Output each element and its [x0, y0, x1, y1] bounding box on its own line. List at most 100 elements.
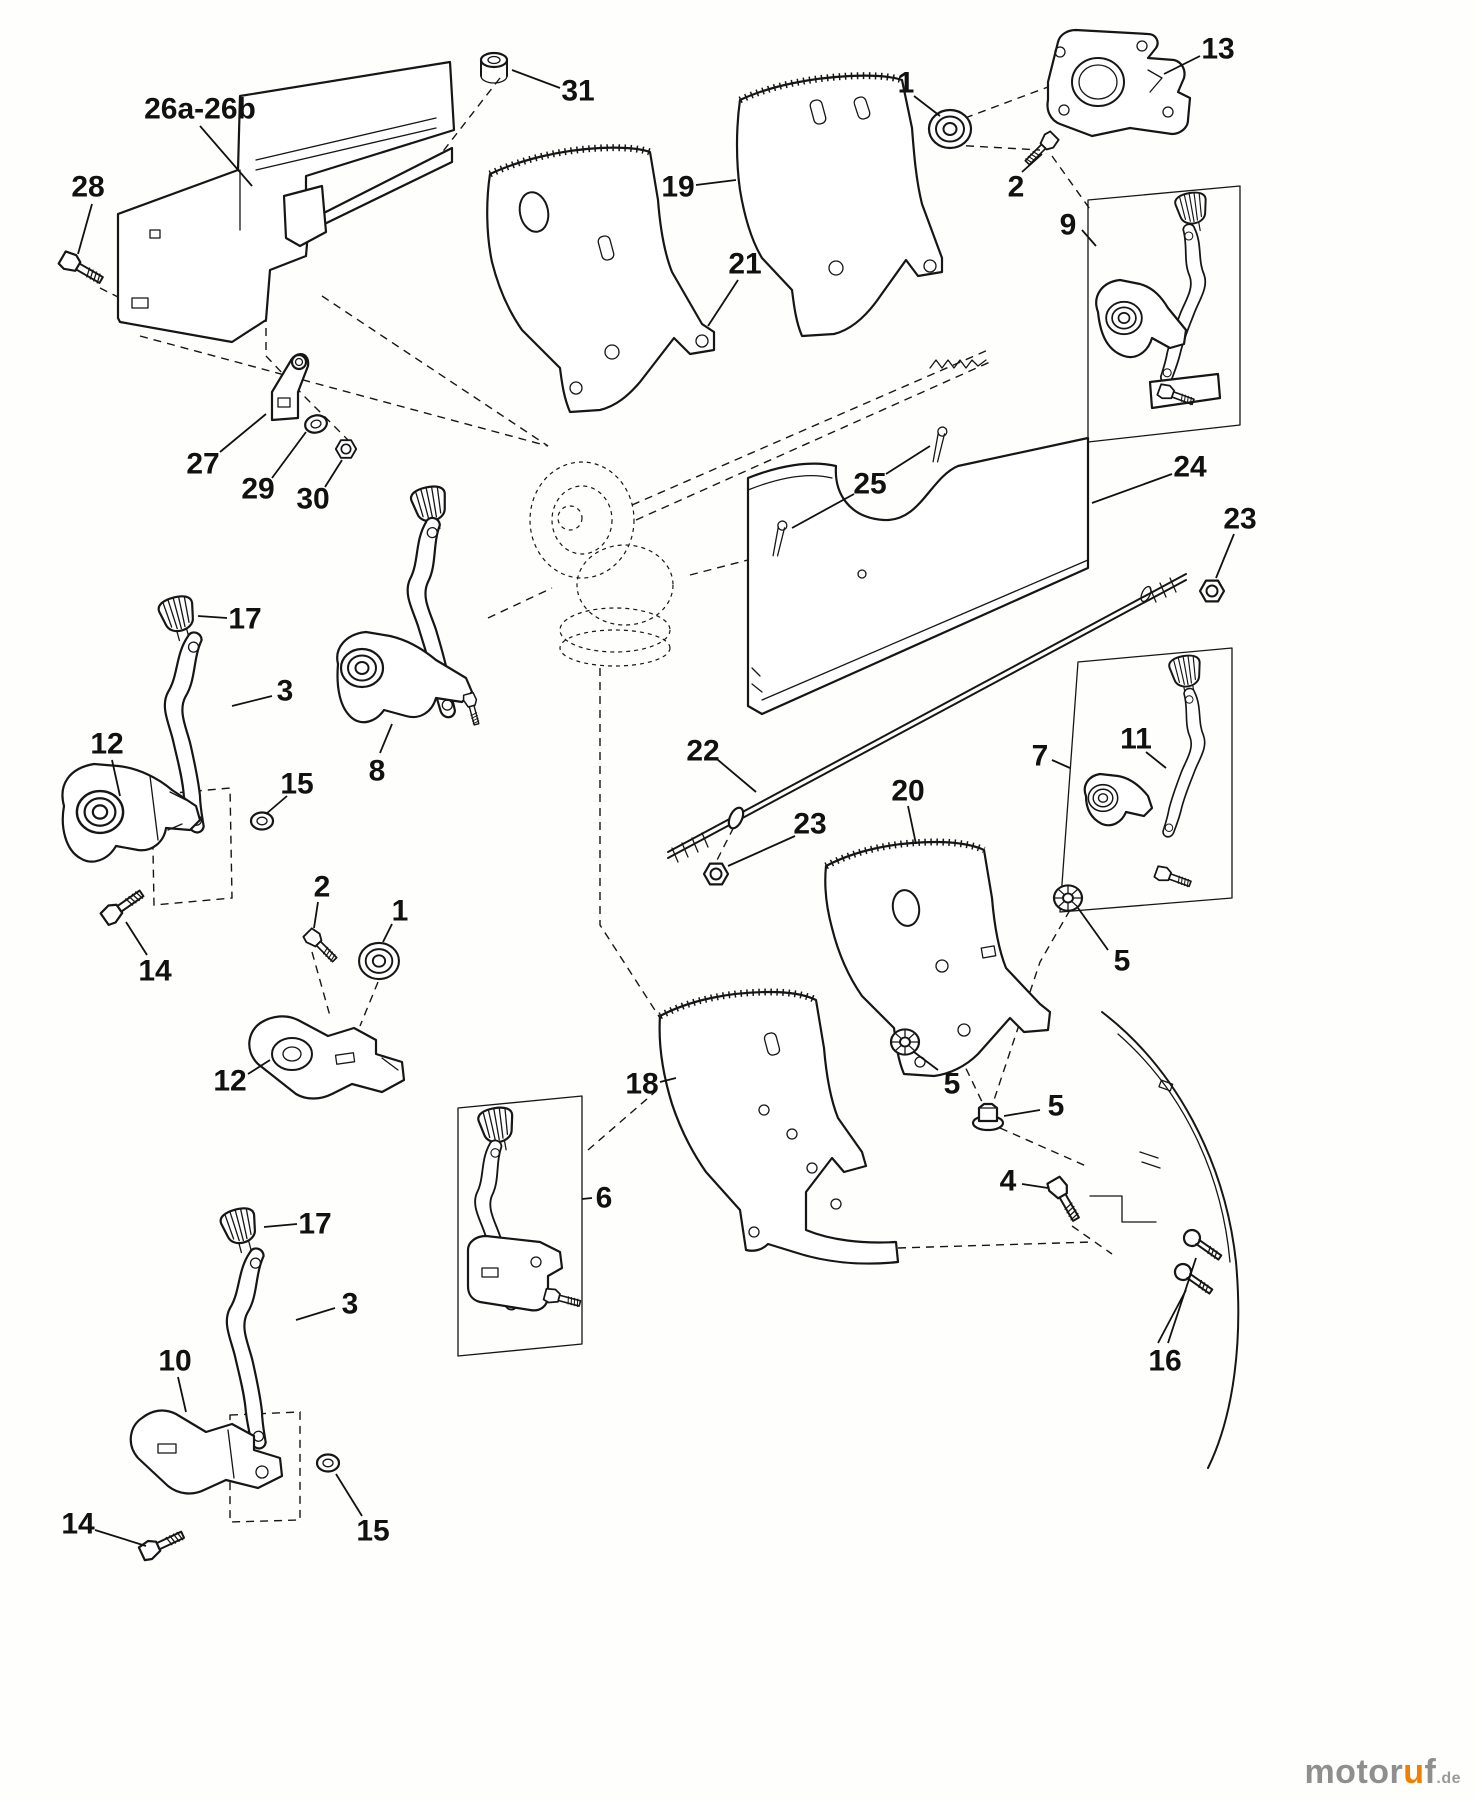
callout-27: 27 — [186, 448, 219, 481]
callout-16: 16 — [1148, 1345, 1181, 1378]
part-30-nut — [334, 439, 358, 459]
callout-leader — [1003, 1109, 1041, 1117]
part-27-bracket — [270, 353, 310, 422]
callout-19: 19 — [661, 171, 694, 204]
callout-leader — [199, 125, 253, 187]
part-14-bolt-lower — [136, 1525, 188, 1564]
callout-leader — [77, 203, 93, 255]
callout-leader — [695, 179, 737, 186]
part-28-bolt — [56, 248, 107, 289]
part-2-bolt-mid — [301, 926, 341, 966]
part-15-washer-lower — [315, 1453, 341, 1473]
watermark-prefix: motor — [1304, 1753, 1404, 1791]
callout-leader — [1021, 1183, 1049, 1189]
lever-icon — [1162, 687, 1206, 838]
callout-1: 1 — [898, 67, 915, 100]
callout-leader — [1021, 153, 1043, 173]
part-3-lever-lower — [208, 1244, 294, 1451]
bearing-icon — [339, 647, 385, 689]
callout-17: 17 — [298, 1208, 331, 1241]
callout-leader — [1051, 759, 1071, 769]
callout-26a-26b: 26a-26b — [144, 93, 256, 126]
callout-leader — [94, 1529, 147, 1547]
part-12-bracket-upper — [61, 762, 202, 863]
part-4-bolt — [1044, 1174, 1085, 1225]
callout-9: 9 — [1060, 209, 1077, 242]
bearing-icon — [1087, 783, 1119, 813]
part-21-left-plate — [486, 144, 716, 414]
callout-leader — [1157, 1289, 1187, 1344]
callout-leader — [125, 921, 148, 956]
callout-leader — [231, 695, 273, 707]
part-16-carriage-bolts — [1170, 1225, 1226, 1300]
callout-6: 6 — [596, 1182, 613, 1215]
callout-leader — [1163, 55, 1201, 75]
clutch-assembly-phantom — [529, 359, 987, 667]
deck-edge — [1089, 1011, 1240, 1469]
part-7-lever-assembly-box — [1059, 647, 1233, 913]
part-31-bushing — [479, 51, 509, 84]
part-26ab-console-bracket — [116, 60, 456, 344]
callout-14: 14 — [138, 955, 172, 988]
part-19-right-plate — [735, 72, 944, 338]
watermark-motoruf: motoruf.de — [1304, 1753, 1461, 1792]
callout-leader — [111, 759, 121, 797]
callout-leader — [581, 1197, 593, 1200]
callout-leader — [717, 759, 757, 793]
part-12-plate-lower — [248, 1015, 406, 1100]
callout-leader — [659, 1077, 677, 1083]
part-15-washer-upper — [249, 811, 275, 831]
callout-8: 8 — [369, 755, 386, 788]
part-24-belt-guard-panel — [746, 436, 1090, 716]
callout-21: 21 — [728, 248, 761, 281]
callout-leader — [177, 1376, 187, 1413]
callout-leader — [379, 723, 393, 754]
callout-1: 1 — [392, 895, 409, 928]
part-10-bracket — [129, 1409, 284, 1495]
callout-5: 5 — [1114, 945, 1131, 978]
callout-leader — [1077, 907, 1109, 951]
part-18-serrated-plate — [658, 988, 900, 1265]
lever-icon — [1159, 223, 1207, 384]
part-1-bearing-top — [927, 108, 973, 150]
callout-leader — [913, 1051, 939, 1071]
callout-leader — [1167, 1257, 1197, 1344]
callout-3: 3 — [342, 1288, 359, 1321]
part-23-nut-top — [1198, 579, 1226, 603]
callout-29: 29 — [241, 473, 274, 506]
bolt-icon — [461, 691, 484, 727]
callout-24: 24 — [1173, 451, 1207, 484]
bearing-icon — [75, 789, 125, 835]
callout-25: 25 — [853, 468, 886, 501]
callout-leader — [313, 901, 319, 929]
callout-leader — [511, 69, 561, 89]
callout-leader — [247, 1059, 271, 1075]
part-9-lever-assembly-box — [1087, 185, 1241, 443]
part-5-flange-nut — [971, 1102, 1005, 1132]
callout-leader — [197, 615, 228, 619]
callout-leader — [791, 493, 855, 529]
part-22-rod — [667, 573, 1187, 863]
part-13-mount-plate — [1046, 28, 1192, 138]
callout-leader — [263, 1223, 298, 1228]
callout-15: 15 — [356, 1515, 389, 1548]
callout-leader — [265, 795, 288, 815]
part-8-pivot-assembly — [336, 482, 484, 727]
callout-leader — [885, 445, 931, 475]
callout-leader — [913, 95, 941, 117]
callout-leader — [1215, 533, 1235, 579]
callout-4: 4 — [1000, 1165, 1017, 1198]
part-20-serrated-plate — [824, 838, 1052, 1078]
callout-20: 20 — [891, 775, 924, 808]
callout-leader — [382, 923, 393, 943]
part-23-nut-mid — [702, 862, 730, 886]
callout-23: 23 — [793, 808, 826, 841]
part-6-lever-assembly-box — [457, 1095, 583, 1357]
callout-14: 14 — [61, 1508, 95, 1541]
bolt-icon — [1152, 863, 1194, 892]
callout-13: 13 — [1201, 33, 1234, 66]
callout-2: 2 — [314, 871, 331, 904]
callout-17: 17 — [228, 603, 261, 636]
part-5-star-washer-a — [1052, 884, 1084, 912]
